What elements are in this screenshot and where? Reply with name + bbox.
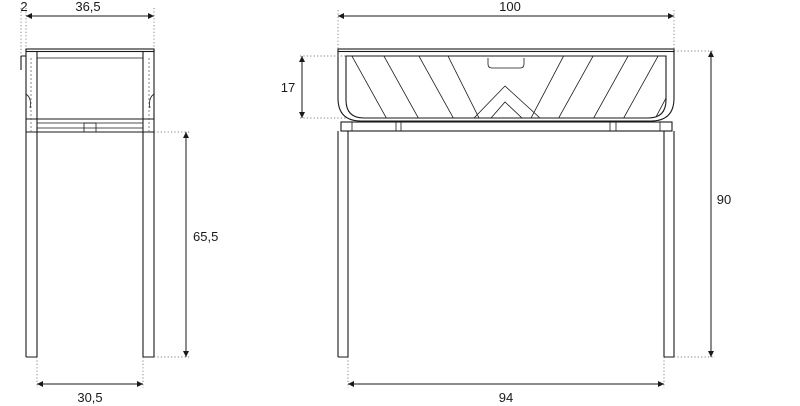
side-view: 2 36,5 65,5 30,5 <box>20 0 218 405</box>
dim-label-total-height: 90 <box>717 192 731 207</box>
side-rail-block <box>83 122 97 133</box>
side-rail-inner <box>37 122 143 129</box>
side-back-leg <box>25 49 38 358</box>
front-top-edge <box>337 48 675 53</box>
front-left-leg <box>337 131 349 358</box>
dim-label-depth-top: 36,5 <box>75 0 100 14</box>
dim-label-width-top: 100 <box>499 0 521 14</box>
side-hidden-lines <box>30 58 150 132</box>
side-rail <box>26 118 154 133</box>
front-right-leg <box>663 131 675 358</box>
side-ext-bottom <box>36 357 144 388</box>
front-ext-drawer <box>300 55 346 119</box>
drawer-herringbone <box>346 56 666 118</box>
dim-label-depth-bottom: 30,5 <box>77 390 102 405</box>
side-curve-detail <box>25 93 155 109</box>
front-rail <box>340 121 673 132</box>
side-front-leg <box>142 49 155 358</box>
dim-label-drawer-height: 17 <box>281 80 295 95</box>
dim-label-width-bottom: 94 <box>499 390 513 405</box>
front-rail-joints <box>351 122 661 131</box>
side-ext-right <box>154 131 190 358</box>
side-tab <box>20 55 26 70</box>
dim-label-leg-height: 65,5 <box>193 229 218 244</box>
drawer-handle <box>487 58 525 69</box>
dim-label-thickness: 2 <box>20 0 27 14</box>
front-frame-outer <box>337 51 675 122</box>
front-view: 100 17 90 94 <box>281 0 731 405</box>
front-ext-right <box>674 50 715 358</box>
drawer-box <box>345 55 667 119</box>
side-top-edge <box>25 48 155 53</box>
front-ext-bottom <box>347 357 665 388</box>
